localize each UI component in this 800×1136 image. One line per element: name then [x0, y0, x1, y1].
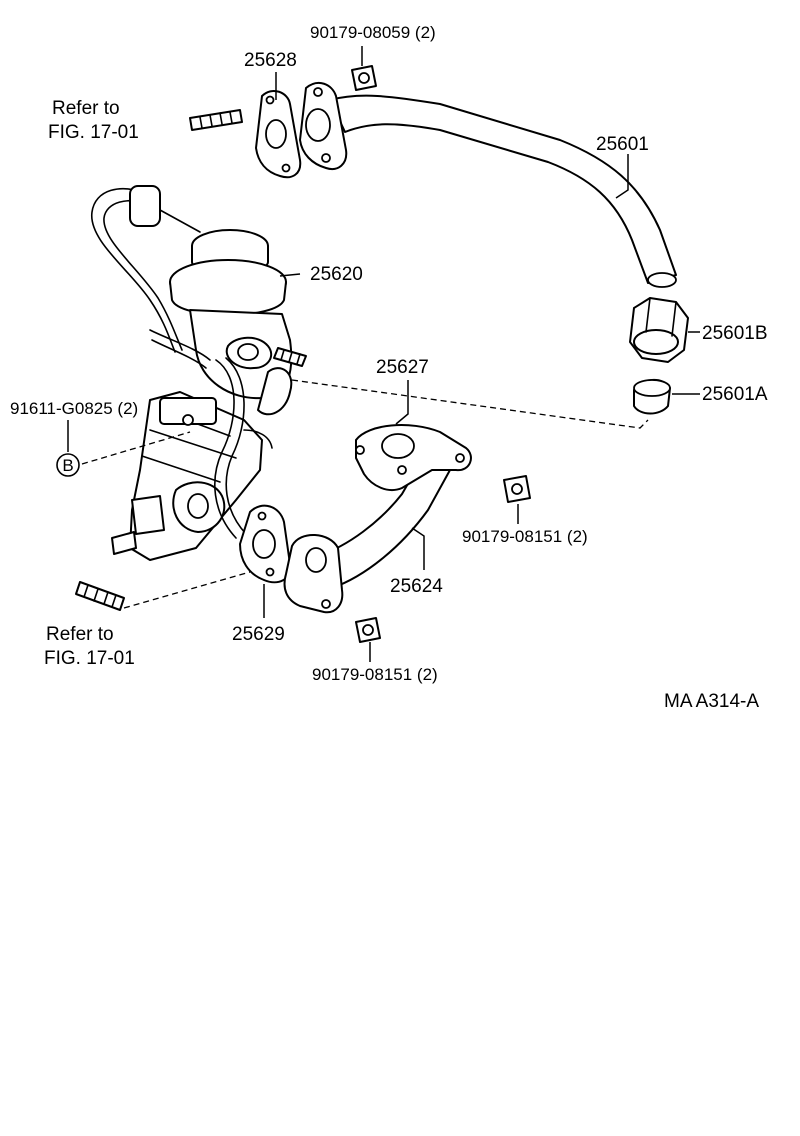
label-refer-top-1: Refer to [52, 98, 120, 119]
circle-b-marker [56, 453, 80, 477]
leader-25624 [411, 527, 425, 570]
label-90179-08151-b: 90179-08151 (2) [312, 665, 438, 684]
gasket-ring-25601A [633, 379, 671, 415]
nut-90179-08151-b [355, 617, 381, 643]
label-figure-code: MA A314-A [664, 691, 759, 712]
egr-pipe-25624 [283, 455, 451, 614]
gasket-25629 [239, 504, 292, 584]
label-refer-bottom-2: FIG. 17-01 [44, 648, 135, 669]
dash-b-to-valve [81, 431, 191, 465]
label-25620: 25620 [310, 264, 363, 285]
label-refer-top-2: FIG. 17-01 [48, 122, 139, 143]
dash-stud-to-gasket [123, 571, 251, 609]
label-25601A: 25601A [702, 384, 768, 405]
egr-valve-25620 [91, 185, 307, 561]
nut-90179-08151-a [503, 475, 531, 503]
pipe-flange [299, 81, 348, 170]
flange-25627 [355, 424, 472, 492]
nut-90179-08059 [351, 65, 377, 91]
union-nut-25601B [629, 297, 689, 363]
label-25627: 25627 [376, 357, 429, 378]
circle-b-text: B [62, 456, 73, 475]
label-refer-bottom-1: Refer to [46, 624, 114, 645]
stud-bottom [75, 581, 125, 611]
label-25628: 25628 [244, 50, 297, 71]
leader-25620 [279, 273, 301, 277]
leader-25601 [615, 154, 629, 199]
label-25601B: 25601B [702, 323, 768, 344]
gasket-25628 [255, 89, 302, 179]
label-91611-G0825: 91611-G0825 (2) [10, 399, 138, 418]
stud-top [189, 109, 243, 131]
dash-valve-to-25601A [291, 379, 649, 429]
label-90179-08151-a: 90179-08151 (2) [462, 527, 588, 546]
label-90179-08059: 90179-08059 (2) [310, 23, 436, 42]
leader-25627 [395, 380, 409, 425]
label-25624: 25624 [390, 576, 443, 597]
label-25601: 25601 [596, 134, 649, 155]
label-25629: 25629 [232, 624, 285, 645]
egr-pipe-25601 [329, 94, 677, 288]
